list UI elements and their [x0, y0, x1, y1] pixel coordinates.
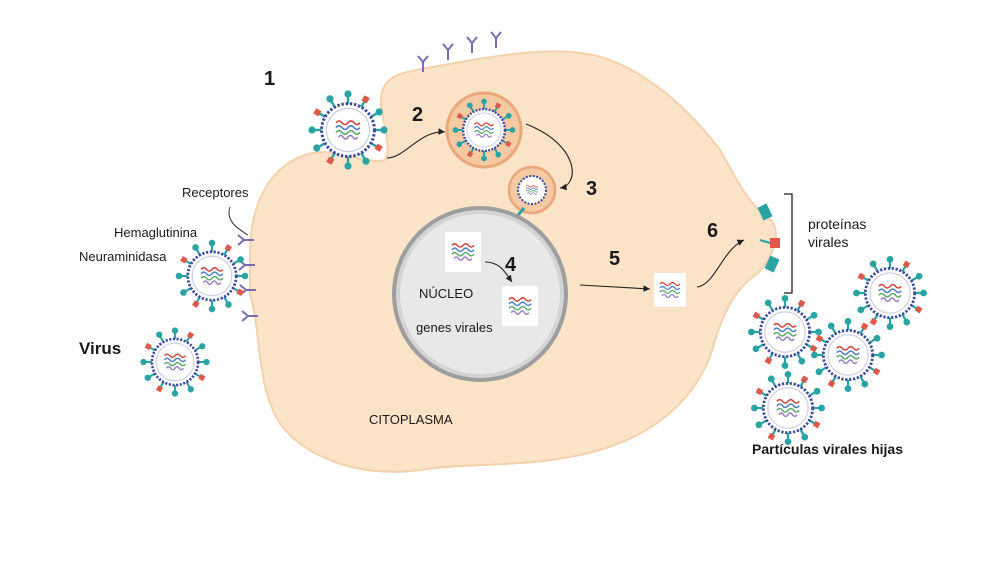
daughter-virus	[811, 318, 885, 392]
free-virus	[140, 327, 209, 396]
daughter-virus	[751, 371, 825, 445]
arrow-5	[579, 284, 651, 292]
arrow-6	[696, 239, 745, 288]
hemagglutinin-label: Hemaglutinina	[114, 225, 198, 240]
viral-proteins-bracket	[784, 193, 793, 294]
daughter-virus	[853, 256, 927, 330]
step-4-label: 4	[505, 254, 517, 276]
nucleus	[392, 206, 568, 382]
neuraminidase-label: Neuraminidasa	[79, 249, 167, 264]
step-2-label: 2	[412, 104, 424, 126]
arrow-1-to-2	[386, 128, 446, 159]
step-6-label: 6	[707, 220, 719, 242]
rna-tile-nucleus-bottom	[502, 286, 538, 326]
viral-genes-label: genes virales	[416, 320, 493, 335]
rna-tile-nucleus-top	[445, 232, 481, 272]
daughter-particles-label: Partículas virales hijas	[752, 441, 903, 457]
endosome	[445, 91, 523, 169]
arrow-4	[484, 261, 513, 283]
rna-tile-cytoplasm	[654, 273, 686, 307]
receptors-label: Receptores	[182, 185, 249, 200]
budding-proteins	[757, 203, 780, 273]
uncoating-vesicle	[507, 165, 557, 221]
arrow-2-to-3	[525, 123, 573, 191]
step-1-label: 1	[264, 68, 276, 90]
virus-label: Virus	[79, 339, 122, 358]
viral-proteins-label-line2: virales	[808, 234, 849, 250]
daughter-virus	[748, 295, 822, 369]
cytoplasm-label: CITOPLASMA	[369, 412, 453, 427]
receptors-top	[417, 31, 502, 72]
nucleus-label: NÚCLEO	[419, 286, 474, 301]
step-5-label: 5	[609, 248, 621, 270]
attaching-virus	[176, 240, 249, 313]
receptor-callout	[228, 206, 249, 236]
viral-proteins-label-line1: proteínas	[808, 216, 867, 232]
step-3-label: 3	[586, 178, 598, 200]
process-arrows	[386, 123, 745, 292]
